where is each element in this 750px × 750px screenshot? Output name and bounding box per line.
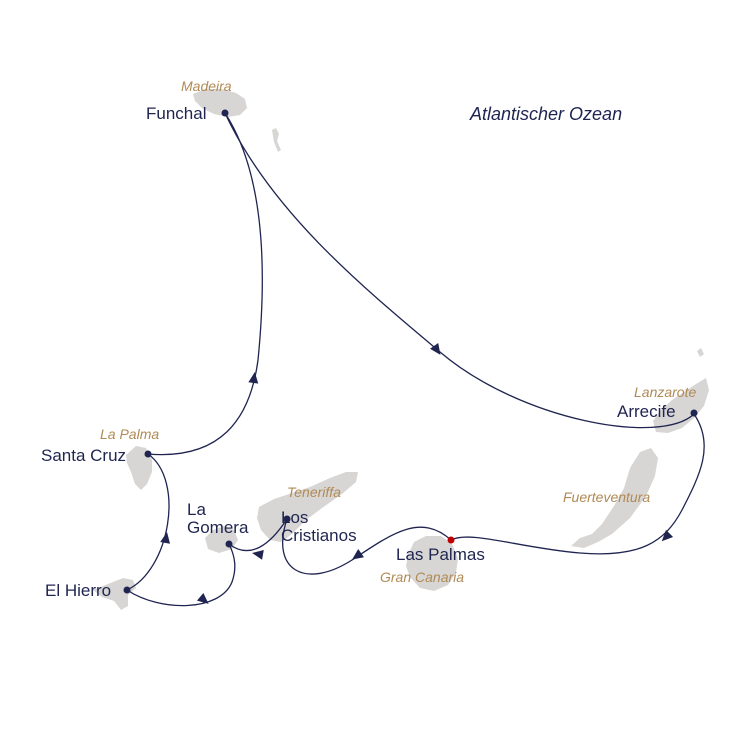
- arrow-icon: [352, 549, 364, 560]
- islands: [93, 89, 709, 610]
- island-el-hierro: [93, 578, 136, 610]
- arrow-icon: [196, 592, 209, 604]
- port-labels: Funchal Santa Cruz La Gomera Los Cristia…: [41, 104, 676, 600]
- arrow-icon: [248, 372, 259, 384]
- port-label-el-hierro: El Hierro: [45, 581, 111, 600]
- arrow-icon: [430, 343, 441, 355]
- island-label-fuerteventura: Fuerteventura: [563, 489, 650, 505]
- port-label-arrecife: Arrecife: [617, 402, 676, 421]
- island-label-lanzarote: Lanzarote: [634, 384, 696, 400]
- arrow-icon: [661, 529, 674, 542]
- port-marker-el-hierro: [123, 586, 131, 594]
- island-fuerteventura: [571, 448, 658, 548]
- island-lanzarote: [653, 378, 709, 433]
- route-la-gomera-to-los-cristianos: [228, 518, 288, 552]
- island-label-la-palma: La Palma: [100, 426, 159, 442]
- port-marker-santa-cruz: [144, 450, 152, 458]
- route-el-hierro-to-la-gomera: [126, 543, 236, 607]
- route-funchal-to-santa-cruz: [147, 112, 263, 456]
- port-label-la-gomera-line2: Gomera: [187, 518, 249, 537]
- route-los-cristianos-to-las-palmas: [282, 518, 452, 575]
- route-las-palmas-to-arrecife: [450, 413, 705, 555]
- island-label-gran-canaria: Gran Canaria: [380, 569, 464, 585]
- port-label-la-gomera-line1: La: [187, 500, 206, 519]
- port-marker-funchal: [221, 109, 229, 117]
- route-arrecife-to-funchal: [224, 112, 695, 429]
- ocean-label: Atlantischer Ozean: [469, 104, 622, 124]
- port-marker-las-palmas: [447, 536, 455, 544]
- arrow-icon: [160, 532, 171, 544]
- island-la-palma: [126, 446, 152, 490]
- port-label-las-palmas: Las Palmas: [396, 545, 485, 564]
- port-marker-la-gomera: [225, 540, 233, 548]
- island-tenerife: [257, 472, 358, 542]
- island-porto-santo: [272, 128, 281, 152]
- island-madeira: [193, 89, 247, 117]
- route-santa-cruz-to-el-hierro: [126, 453, 170, 591]
- port-marker-arrecife: [690, 409, 698, 417]
- port-label-funchal: Funchal: [146, 104, 206, 123]
- island-gran-canaria: [406, 536, 458, 591]
- port-marker-los-cristianos: [283, 515, 291, 523]
- port-markers: [123, 109, 698, 594]
- cruise-route: [126, 112, 705, 607]
- island-label-madeira: Madeira: [181, 78, 232, 94]
- island-la-graciosa: [697, 348, 704, 357]
- port-label-los-cristianos-line1: Los: [281, 508, 308, 527]
- arrow-icon: [252, 549, 264, 560]
- island-label-teneriffa: Teneriffa: [287, 484, 341, 500]
- port-label-santa-cruz: Santa Cruz: [41, 446, 126, 465]
- route-arrows: [160, 343, 674, 604]
- island-labels: Madeira La Palma Teneriffa Gran Canaria …: [100, 78, 696, 585]
- port-label-los-cristianos-line2: Cristianos: [281, 526, 357, 545]
